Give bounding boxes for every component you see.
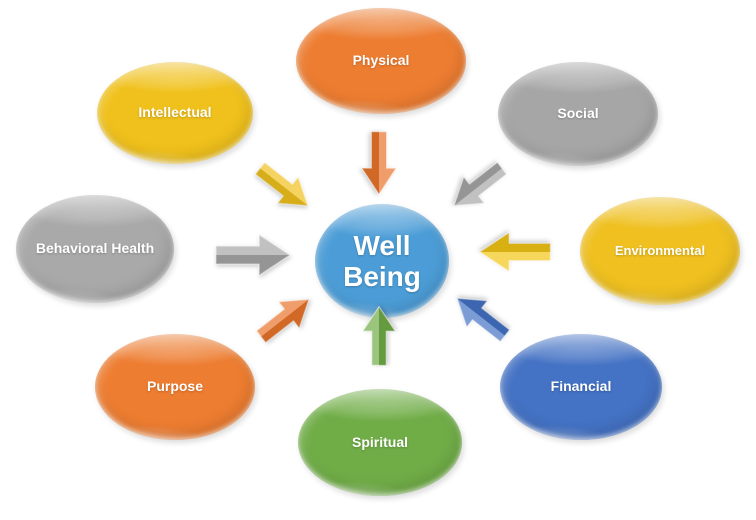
well-being-line1: Well xyxy=(353,229,411,261)
node-physical: Physical xyxy=(296,8,466,114)
arrow-social-to-center-icon xyxy=(439,151,518,224)
node-well-being-center: Well Being xyxy=(315,204,449,318)
node-purpose-label: Purpose xyxy=(146,378,203,395)
arrow-spiritual-to-center-icon xyxy=(357,306,401,366)
node-spiritual-label: Spiritual xyxy=(351,433,408,450)
well-being-line2: Being xyxy=(343,261,421,292)
node-well-being-label: Well Being xyxy=(325,230,439,293)
arrow-physical-to-center-icon xyxy=(357,131,401,195)
node-financial: Financial xyxy=(500,334,662,440)
node-physical-label: Physical xyxy=(352,52,410,69)
node-behavioral-health: Behavioral Health xyxy=(16,195,174,303)
node-intellectual: Intellectual xyxy=(97,62,253,164)
node-behavioral-health-label: Behavioral Health xyxy=(35,240,155,257)
node-social-label: Social xyxy=(557,105,599,122)
arrow-behavioral-health-to-center-icon xyxy=(215,233,291,277)
arrow-financial-to-center-icon xyxy=(442,281,521,354)
arrow-environmental-to-center-icon xyxy=(478,231,552,273)
arrow-intellectual-to-center-icon xyxy=(245,151,324,224)
node-purpose: Purpose xyxy=(95,334,255,440)
node-financial-label: Financial xyxy=(550,378,612,395)
node-social: Social xyxy=(498,62,658,166)
arrow-purpose-to-center-icon xyxy=(246,282,325,355)
node-environmental: Environmental xyxy=(580,197,740,305)
node-intellectual-label: Intellectual xyxy=(138,104,212,121)
node-environmental-label: Environmental xyxy=(614,242,706,258)
node-spiritual: Spiritual xyxy=(298,389,462,496)
